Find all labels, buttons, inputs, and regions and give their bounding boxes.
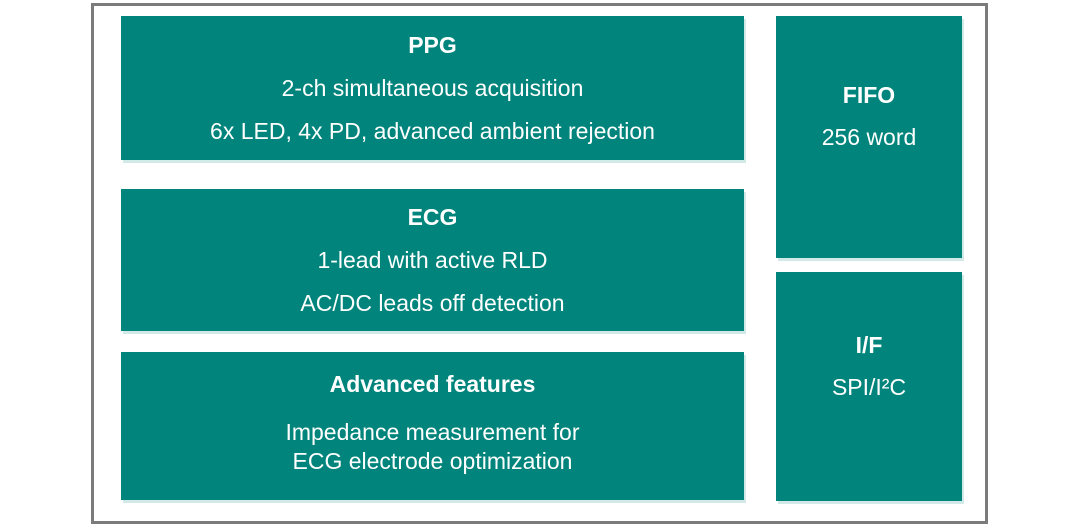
fifo-line-1: 256 word	[821, 124, 917, 150]
ecg-title: ECG	[407, 203, 458, 230]
advanced-features-paragraph: Impedance measurement for ECG electrode …	[285, 418, 579, 476]
ppg-line-1: 2-ch simultaneous acquisition	[281, 74, 584, 101]
interface-box: I/F SPI/I²C	[776, 272, 962, 501]
ppg-line-2: 6x LED, 4x PD, advanced ambient rejectio…	[210, 117, 655, 144]
interface-line-1: SPI/I²C	[831, 373, 907, 400]
fifo-box: FIFO 256 word	[776, 16, 962, 258]
fifo-title: FIFO	[842, 82, 896, 108]
ppg-feature-box: PPG 2-ch simultaneous acquisition 6x LED…	[121, 16, 744, 160]
ecg-line-2: AC/DC leads off detection	[300, 289, 565, 316]
advanced-line-1: Impedance measurement for	[285, 419, 580, 445]
advanced-features-box: Advanced features Impedance measurement …	[121, 352, 744, 500]
advanced-features-title: Advanced features	[329, 371, 536, 397]
interface-title: I/F	[855, 331, 883, 358]
ecg-line-1: 1-lead with active RLD	[317, 246, 548, 273]
diagram-frame: PPG 2-ch simultaneous acquisition 6x LED…	[91, 3, 988, 524]
ppg-title: PPG	[408, 31, 457, 58]
ecg-feature-box: ECG 1-lead with active RLD AC/DC leads o…	[121, 189, 744, 331]
advanced-line-2: ECG electrode optimization	[292, 448, 573, 474]
